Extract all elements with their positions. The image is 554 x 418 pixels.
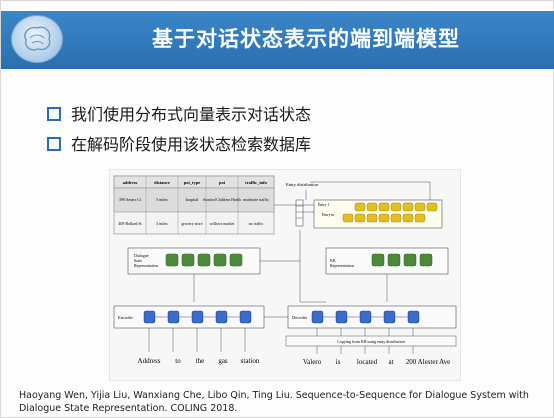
input-word: Address xyxy=(138,357,161,365)
kb-header-poi-type: poi_type xyxy=(184,180,201,185)
kb-cell: no traffic xyxy=(249,221,264,226)
decoder-box: Decoder xyxy=(287,305,457,329)
reference-line-2: Dialogue State Representation. COLING 20… xyxy=(19,403,238,414)
kb-cell: grocery store xyxy=(182,221,203,226)
output-word: Valero xyxy=(303,358,322,366)
output-word: at xyxy=(388,358,393,366)
bullet-1: 我们使用分布式向量表示对话状态 xyxy=(47,101,311,125)
university-logo xyxy=(11,15,63,63)
kb-header-address: address xyxy=(123,180,138,185)
copy-note: Copying from KB using entry distribution xyxy=(337,339,404,344)
kb-cell: Stanford Childrens Health xyxy=(203,198,241,202)
kb-header-traffic: traffic_info xyxy=(245,180,267,185)
kb-cell: 3 miles xyxy=(156,221,168,226)
input-word: the xyxy=(196,357,205,365)
bullet-1-text: 我们使用分布式向量表示对话状态 xyxy=(71,105,312,124)
bullet-2-text: 在解码阶段使用该状态检索数据库 xyxy=(71,135,312,154)
reference-citation: Haoyang Wen, Yijia Liu, Wanxiang Che, Li… xyxy=(19,389,539,415)
reference-line-1: Haoyang Wen, Yijia Liu, Wanxiang Che, Li… xyxy=(19,390,529,401)
input-word: station xyxy=(241,357,260,365)
square-bullet-icon xyxy=(47,106,61,121)
architecture-diagram: address distance poi_type poi traffic_in… xyxy=(113,175,457,366)
brain-icon xyxy=(24,26,51,51)
kb-header-distance: distance xyxy=(154,180,170,185)
title-bar xyxy=(1,11,554,69)
entry-m-label: Entry m xyxy=(322,213,334,217)
output-word: 200 Alester Ave xyxy=(406,358,451,366)
slide-title: 基于对话状态表示的端到端模型 xyxy=(152,27,460,51)
decoder-label: Decoder xyxy=(292,315,308,320)
input-word: to xyxy=(175,357,181,365)
kb-cell: moderate traffic xyxy=(243,197,269,202)
bullet-2: 在解码阶段使用该状态检索数据库 xyxy=(47,131,311,155)
encoder-label: Encoder xyxy=(118,315,133,320)
input-word: gas xyxy=(218,357,228,365)
kb-cell: hospital xyxy=(186,197,200,202)
kb-table: address distance poi_type poi traffic_in… xyxy=(113,175,275,235)
encoder-box: Encoder xyxy=(113,305,265,329)
square-bullet-icon xyxy=(47,136,61,151)
output-word: is xyxy=(336,358,341,366)
kb-cell: 399 Amers Ct xyxy=(119,197,142,202)
entry-distribution-label: Entry distribution xyxy=(286,182,319,187)
model-figure: address distance poi_type poi traffic_in… xyxy=(109,169,461,381)
entry-1-label: Entry 1 xyxy=(318,203,329,207)
entry-memory: Entry 1 Entry m xyxy=(313,199,443,229)
entry-distribution-bar xyxy=(295,199,304,227)
kb-cell: 5 miles xyxy=(156,197,168,202)
kb-cell: 409 Bollard St xyxy=(118,221,142,226)
kb-header-poi: poi xyxy=(219,180,226,185)
kb-cell: willows market xyxy=(210,221,236,226)
output-word: located xyxy=(357,358,378,366)
